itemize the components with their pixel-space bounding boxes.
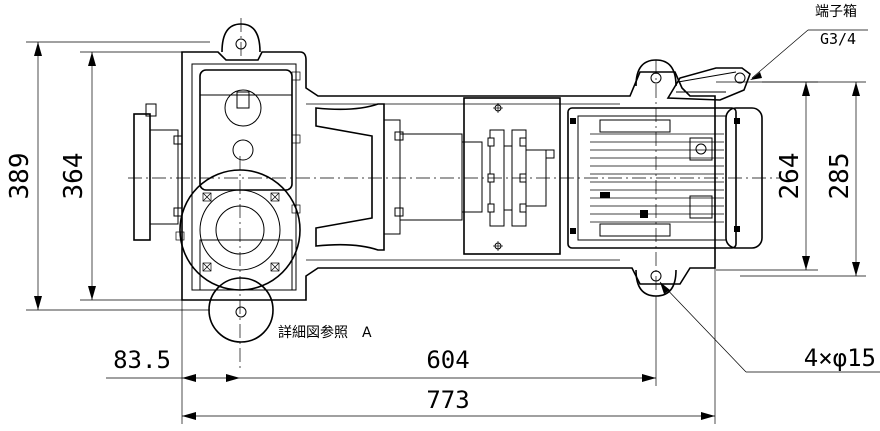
pump-casing	[179, 69, 301, 291]
hole-callout-leader	[659, 281, 880, 373]
dim-text-389: 389	[5, 153, 35, 200]
terminal-box-label: 端子箱	[815, 4, 857, 20]
dim-text-364: 364	[59, 153, 89, 200]
dimension-364	[80, 51, 182, 301]
dim-text-264: 264	[775, 153, 805, 200]
dimension-285	[740, 81, 866, 277]
hole-spec-text: 4×φ15	[804, 344, 876, 372]
thread-size-label: G3/4	[820, 30, 856, 48]
terminal-box	[666, 67, 751, 101]
mounting-ear-bottom-left	[208, 277, 274, 343]
dim-text-604: 604	[426, 346, 469, 374]
detail-reference-label: 詳細図参照 A	[278, 324, 372, 341]
dimension-604	[240, 296, 657, 386]
suction-flange	[133, 103, 183, 241]
dimension-773	[182, 268, 716, 424]
pump-bolts	[175, 71, 301, 272]
dimension-389	[26, 41, 210, 311]
dim-text-773: 773	[426, 386, 469, 414]
terminal-box-leader	[750, 29, 868, 80]
dim-text-83-5: 83.5	[113, 346, 171, 374]
base-plate	[181, 51, 716, 301]
coupling	[463, 97, 561, 255]
bearing-bracket	[315, 103, 483, 251]
dimension-83-5	[106, 300, 240, 424]
center-lines	[128, 18, 780, 368]
dim-text-285: 285	[825, 153, 855, 200]
